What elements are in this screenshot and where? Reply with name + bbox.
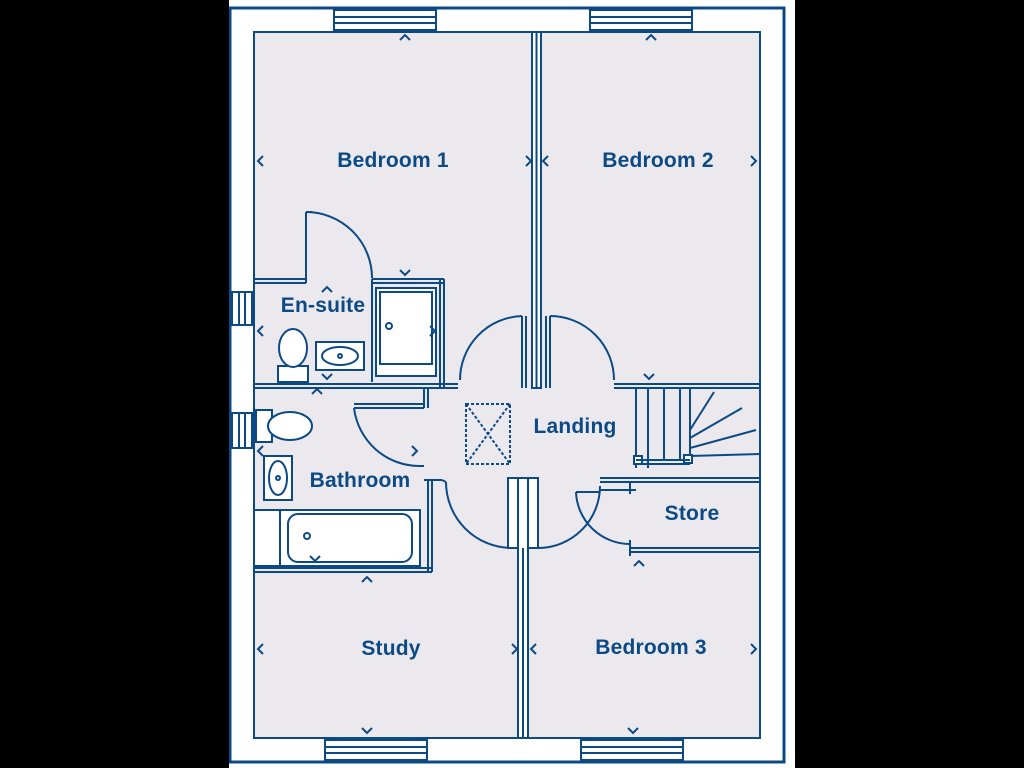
bathroom-door <box>353 407 421 468</box>
bedroom3-door <box>537 485 601 549</box>
floor-plan-drawing <box>229 6 786 764</box>
wall-study-bed3 <box>517 477 529 739</box>
bathroom-wc <box>255 409 313 443</box>
room-label-bedroom2: Bedroom 2 <box>602 149 714 172</box>
floor-plan: Bedroom 1 Bedroom 2 En-suite Landing Bat… <box>229 0 795 768</box>
room-label-ensuite: En-suite <box>280 294 366 317</box>
bedroom2-door <box>549 315 615 381</box>
ensuite-shower <box>375 287 437 377</box>
room-label-study: Study <box>361 637 421 660</box>
ensuite-wc <box>277 328 309 383</box>
study-door <box>445 481 513 549</box>
store-walls <box>600 477 760 556</box>
dimension-markers <box>256 33 758 735</box>
window-bedroom3 <box>580 739 684 761</box>
bathroom-basin <box>263 455 293 501</box>
store-door <box>575 491 631 545</box>
wall-bed1-bed2 <box>531 31 542 389</box>
loft-hatch <box>465 403 511 465</box>
staircase <box>633 388 761 468</box>
ensuite-basin <box>315 341 365 371</box>
window-bathroom <box>231 412 253 449</box>
window-study <box>324 739 428 761</box>
room-label-bathroom: Bathroom <box>309 469 411 492</box>
window-bedroom1 <box>333 9 437 31</box>
ensuite-door <box>305 211 373 279</box>
window-ensuite <box>231 291 253 326</box>
room-label-bedroom1: Bedroom 1 <box>337 149 449 172</box>
window-bedroom2 <box>589 9 693 31</box>
room-label-bedroom3: Bedroom 3 <box>595 636 707 659</box>
room-label-landing: Landing <box>533 415 617 438</box>
bedroom1-door <box>459 315 523 381</box>
bathtub <box>253 509 421 567</box>
room-label-store: Store <box>664 502 720 525</box>
bathroom-walls <box>254 388 442 573</box>
outer-wall <box>229 6 786 764</box>
